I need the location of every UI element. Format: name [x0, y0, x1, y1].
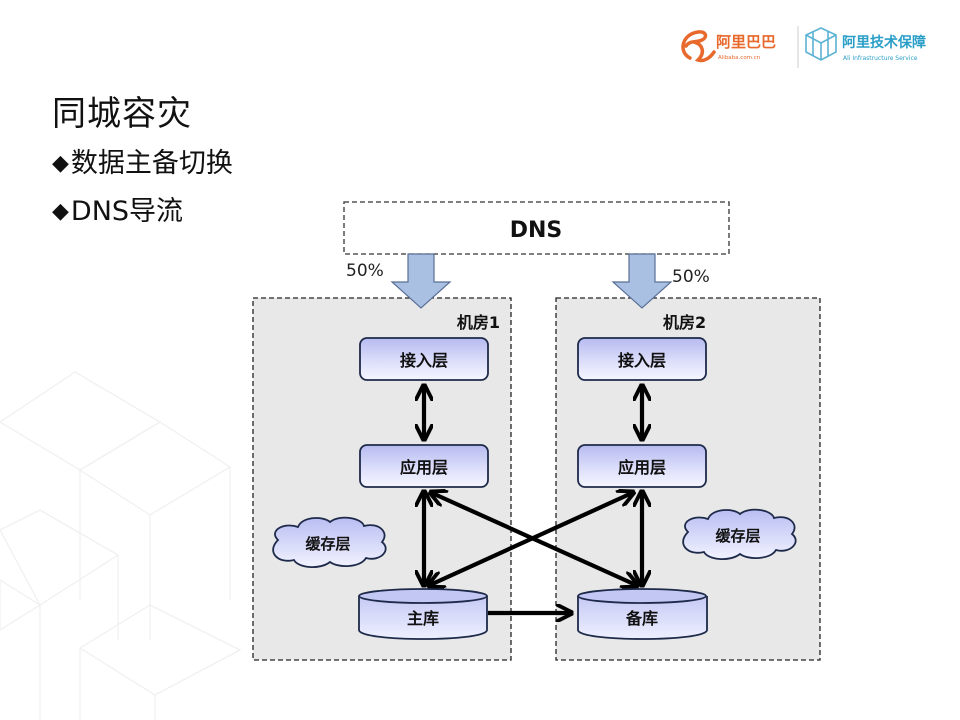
alibaba-logo-subtext: Alibaba.com.cn [718, 55, 761, 61]
room-1-label: 机房1 [457, 313, 500, 332]
app-layer-label: 应用层 [618, 458, 666, 477]
master-db-label: 主库 [407, 609, 439, 628]
logo-area: 阿里巴巴 Alibaba.com.cn 阿里技术保障 Ali Infrastru… [676, 22, 946, 72]
room-2-app-layer: 应用层 [577, 444, 707, 488]
room-2-cache-layer: 缓存层 [682, 508, 797, 560]
room-2-access-layer: 接入层 [577, 337, 707, 381]
traffic-percent-room-1: 50% [346, 261, 384, 281]
connection-arrows [424, 387, 642, 613]
room-1-cache-layer: 缓存层 [272, 516, 387, 568]
room-1-app-layer: 应用层 [359, 444, 489, 488]
cache-layer-label: 缓存层 [715, 527, 760, 545]
alibaba-logo-icon [681, 30, 716, 63]
infra-logo-text: 阿里技术保障 [842, 34, 926, 51]
infra-logo-subtext: Ali Infrastructure Service [843, 55, 918, 62]
room-1-access-layer: 接入层 [359, 337, 489, 381]
bullet-item: ◆ 数据主备切换 [52, 146, 233, 182]
access-layer-label: 接入层 [618, 351, 666, 370]
diamond-bullet-icon: ◆ [52, 151, 69, 176]
diamond-bullet-icon: ◆ [52, 199, 69, 224]
bullet-text: DNS导流 [70, 196, 184, 227]
room-2-label: 机房2 [663, 313, 706, 332]
dns-label: DNS [510, 218, 563, 243]
traffic-percent-room-2: 50% [672, 267, 710, 287]
access-layer-label: 接入层 [400, 351, 448, 370]
traffic-arrow-room-2 [611, 253, 673, 309]
arrow-app2-master [430, 493, 632, 585]
bullet-text: 数据主备切换 [70, 148, 233, 179]
slave-db-label: 备库 [625, 609, 658, 628]
bullet-item: ◆ DNS导流 [52, 194, 183, 230]
alibaba-logo-text: 阿里巴巴 [716, 33, 776, 51]
dns-box: DNS [343, 201, 730, 255]
app-layer-label: 应用层 [400, 458, 448, 477]
traffic-arrow-room-1 [390, 253, 452, 309]
room-1-master-db: 主库 [358, 588, 488, 640]
room-2-slave-db: 备库 [577, 588, 708, 640]
cache-layer-label: 缓存层 [305, 535, 350, 553]
infra-cube-logo-icon [805, 27, 837, 61]
slide-title: 同城容灾 [52, 94, 192, 134]
